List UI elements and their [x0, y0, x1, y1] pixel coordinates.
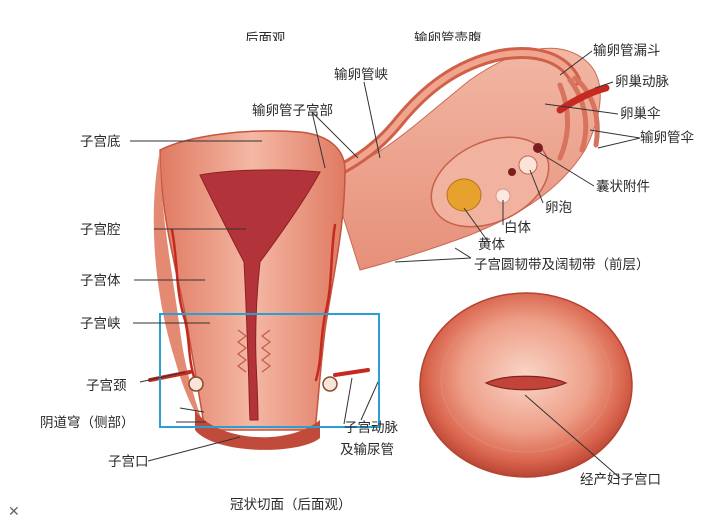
- label-cavity: 子宫腔: [80, 222, 121, 238]
- top-crop-band: [0, 0, 713, 40]
- ureter-right: [322, 376, 338, 392]
- label-fornix: 阴道穹（侧部）: [40, 415, 135, 431]
- bottom-left-fade: [0, 496, 60, 523]
- label-fallopian-isthmus: 输卵管峡: [334, 67, 388, 83]
- vagina: [195, 410, 320, 450]
- label-uterine-artery-1: 子宫动脉: [344, 420, 398, 436]
- label-follicle: 卵泡: [545, 200, 572, 216]
- label-ovarian-artery: 卵巢动脉: [615, 74, 669, 90]
- label-top-left-cut: 后面观: [245, 31, 286, 41]
- corpus-luteum-mark: [446, 178, 482, 212]
- leader-lines: [130, 50, 641, 479]
- label-caption: 冠状切面（后面观）: [230, 497, 352, 513]
- highlight-box: [159, 313, 380, 428]
- label-uterine-artery-2: 及输尿管: [340, 442, 394, 458]
- label-isthmus: 子宫峡: [80, 316, 121, 332]
- label-corpus-albicans: 白体: [504, 220, 531, 236]
- label-os: 子宫口: [108, 454, 149, 470]
- os-slit: [484, 375, 568, 391]
- label-cervix: 子宫颈: [86, 378, 127, 394]
- fimbriae: [557, 75, 600, 161]
- cervical-folds: [237, 329, 271, 373]
- label-tube-fimbriae: 输卵管伞: [640, 130, 694, 146]
- label-fallopian-interstitial: 输卵管子宫部: [252, 103, 333, 119]
- label-infundibulum: 输卵管漏斗: [593, 43, 661, 59]
- label-body: 子宫体: [80, 273, 121, 289]
- uterine-cavity: [199, 169, 321, 421]
- label-ovarian-fimbria: 卵巢伞: [620, 106, 661, 122]
- close-icon[interactable]: ✕: [8, 504, 20, 520]
- label-fundus: 子宫底: [80, 134, 121, 150]
- label-vesicular-appendix: 囊状附件: [596, 179, 650, 195]
- ureter-left: [188, 376, 204, 392]
- label-corpus-luteum: 黄体: [478, 237, 505, 253]
- label-parous-os: 经产妇子宫口: [580, 472, 661, 488]
- label-top-mid-cut: 输卵管壶腹: [414, 31, 482, 41]
- ovarian-artery-vessel: [556, 84, 610, 114]
- label-round-ligament: 子宫圆韧带及阔韧带（前层）: [474, 257, 650, 273]
- follicle-mark: [518, 155, 538, 175]
